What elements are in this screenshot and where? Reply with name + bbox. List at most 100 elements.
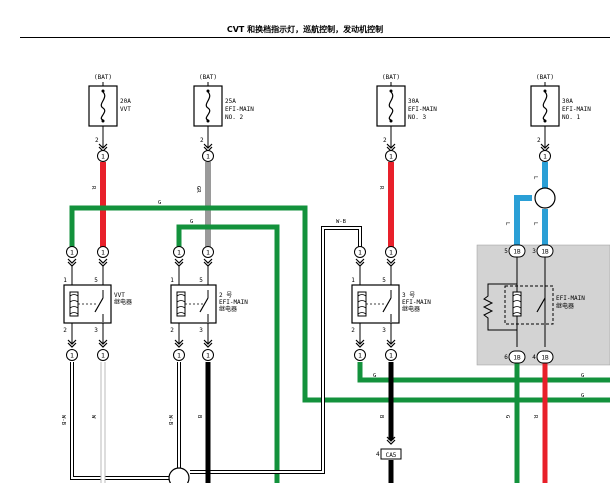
- fuse-connector: [539, 150, 551, 162]
- relay-name: 继电器: [114, 298, 132, 306]
- relay-name: 2 号: [219, 292, 232, 299]
- relay-name: EFI-MAIN: [556, 295, 585, 302]
- fuse-connector: [97, 150, 109, 162]
- wire-label-white-black: W-B: [60, 415, 66, 426]
- efi-main-connector-4-label: 1B: [541, 355, 549, 362]
- wire-green-efi3-out: [357, 362, 610, 383]
- wire-label-white: W: [90, 415, 96, 419]
- relay-name: 3 号: [402, 292, 415, 299]
- relay-name: EFI-MAIN: [402, 299, 431, 306]
- fuse-connector-label: 1: [543, 153, 547, 161]
- relay-pin-label: 2: [170, 327, 174, 334]
- relay-name: VVT: [114, 292, 125, 299]
- fuse-pin: 2: [95, 137, 99, 144]
- wire-label-red: R: [532, 415, 538, 419]
- fuse-element: [542, 91, 548, 121]
- efi-main-connector-4: [536, 350, 554, 364]
- relay-pin-label: 3: [532, 248, 536, 255]
- relay-pin-label: 2: [351, 327, 355, 334]
- relay-arrow-in-b: [386, 258, 396, 267]
- relay-body: [504, 285, 554, 325]
- wire-label-green: G: [158, 200, 161, 206]
- relay-top-connector-b: [385, 246, 397, 258]
- wire-green-efi2: [176, 224, 280, 483]
- efi-main-connector-6-label: 1B: [513, 355, 521, 362]
- fuse-name2: NO. 2: [225, 114, 243, 121]
- relay-arrow-out-b: [98, 339, 108, 348]
- connector-ca5: [380, 448, 402, 460]
- fuse-name2: NO. 1: [562, 114, 580, 121]
- wire-label-green: G: [581, 393, 584, 399]
- relay-bottom-connector-a: [173, 349, 185, 361]
- connector-arrow: [386, 436, 396, 445]
- relay-bottom-connector-a-label: 1: [358, 352, 362, 360]
- relay-top-connector-b-label: 1: [389, 249, 393, 257]
- wire-label-green: G: [504, 415, 510, 418]
- relay-pin-label: 5: [504, 248, 508, 255]
- wire-label-green: G: [190, 219, 193, 225]
- relay-top-connector-a-label: 1: [177, 249, 181, 257]
- wire-label-green: G: [373, 373, 376, 379]
- wire-blue-branch: [514, 195, 548, 250]
- relay-top-connector-a-label: 1: [70, 249, 74, 257]
- relay-bottom-connector-b-label: 1: [101, 352, 105, 360]
- relay-pin-label: 5: [94, 277, 98, 284]
- fuse-connector: [202, 150, 214, 162]
- wire-green-top: [69, 205, 610, 403]
- relay-switch: [94, 297, 104, 313]
- connector-name: CA5: [386, 452, 397, 459]
- relay-bottom-connector-a: [66, 349, 78, 361]
- fuse-connector-label: 1: [206, 153, 210, 161]
- connector-pin: 4: [376, 451, 380, 458]
- wire-label-red: R: [378, 186, 384, 190]
- fuse-rating: 20A: [120, 98, 131, 105]
- efi-main-connector-5-label: 1B: [513, 249, 521, 256]
- relay-pin-label: 4: [532, 354, 536, 361]
- relay-name: EFI-MAIN: [219, 299, 248, 306]
- relay-arrow-in-a: [67, 258, 77, 267]
- relay-pin-label: 1: [351, 277, 355, 284]
- relay-bottom-connector-b: [385, 349, 397, 361]
- relay-bottom-connector-b-label: 1: [206, 352, 210, 360]
- relay-top-connector-b: [97, 246, 109, 258]
- fuse-pin: 2: [383, 137, 387, 144]
- relay-bottom-connector-b: [97, 349, 109, 361]
- relay-pin-label: 1: [170, 277, 174, 284]
- resistor-icon: [482, 292, 494, 322]
- relay-arrow-out-a: [174, 339, 184, 348]
- fuse-source: (BAT): [536, 74, 554, 81]
- relay-arrow-out-b: [203, 339, 213, 348]
- relay-coil: [512, 291, 522, 317]
- fuse-rating: 30A: [408, 98, 419, 105]
- fuse-element: [388, 91, 394, 121]
- fuse-name2: NO. 3: [408, 114, 426, 121]
- page-title: CVT 和换档指示灯，巡航控制，发动机控制: [226, 25, 384, 34]
- relay-top-connector-a: [173, 246, 185, 258]
- fuse-body: [193, 85, 223, 127]
- fuse-source: (BAT): [382, 74, 400, 81]
- fuse-source: (BAT): [94, 74, 112, 81]
- fuse-name: VVT: [120, 106, 131, 113]
- relay-bottom-connector-b: [202, 349, 214, 361]
- relay-pin-label: 6: [504, 354, 508, 361]
- relay-bottom-connector-a-label: 1: [70, 352, 74, 360]
- fuse-element: [100, 91, 106, 121]
- relay-arrow-out-b: [386, 339, 396, 348]
- wire-label-white-black: W-B: [167, 415, 173, 426]
- wire-label-black: B: [378, 415, 384, 419]
- fuse-connector: [385, 150, 397, 162]
- fuse-rating: 25A: [225, 98, 236, 105]
- relay-top-connector-b-label: 1: [206, 249, 210, 257]
- relay-pin-label: 2: [63, 327, 67, 334]
- relay-bottom-connector-b-label: 1: [389, 352, 393, 360]
- relay-top-connector-a-label: 1: [358, 249, 362, 257]
- efi-main-connector-3-label: 1B: [541, 249, 549, 256]
- efi-main-relay-block: [476, 244, 610, 366]
- relay-pin-label: 3: [94, 327, 98, 334]
- relay-name: 继电器: [402, 305, 420, 313]
- fuse-name: EFI-MAIN: [408, 106, 437, 113]
- fuse-name: EFI-MAIN: [225, 106, 254, 113]
- relay-switch: [536, 297, 546, 313]
- relay-switch: [199, 297, 209, 313]
